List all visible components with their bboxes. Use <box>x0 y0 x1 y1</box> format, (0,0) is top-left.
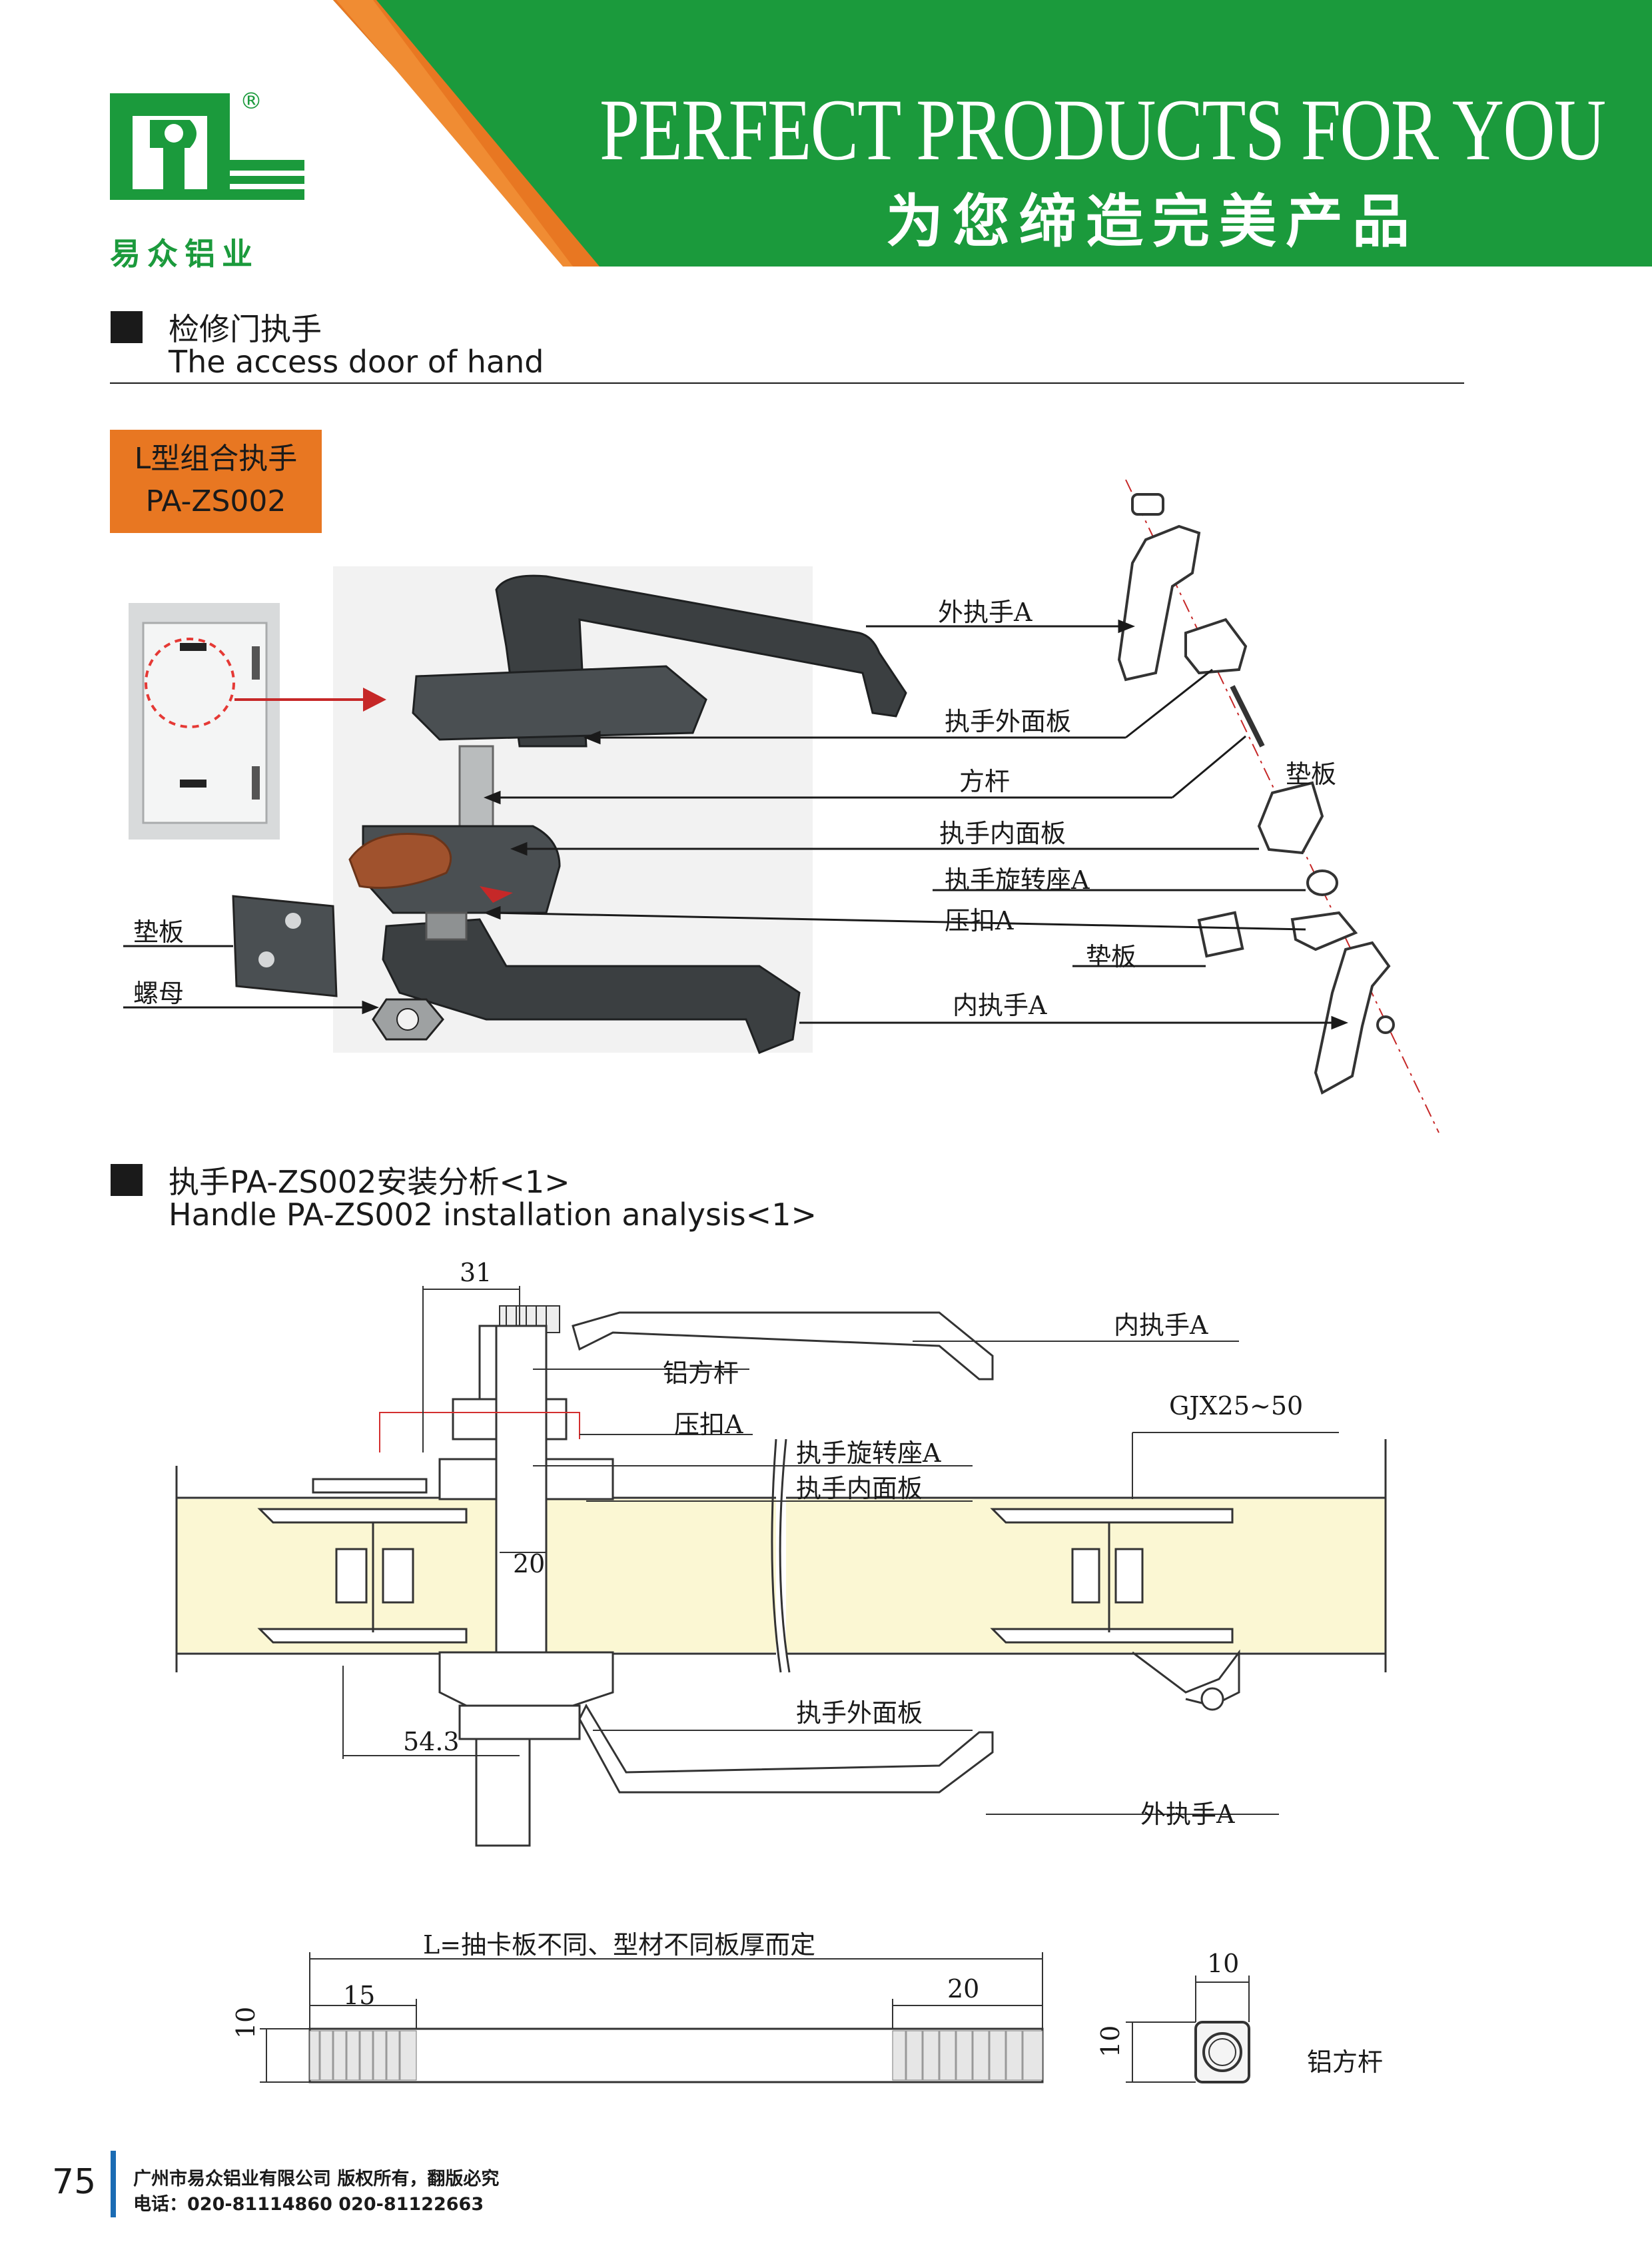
right-exploded-parts <box>1117 479 1440 1133</box>
label-square-rod: 方杆 <box>959 767 1011 796</box>
header-title-cn: 为您缔造完美产品 <box>886 189 1419 255</box>
exploded-view-drawing <box>123 479 1440 1133</box>
label-inner-panel-2: 执手内面板 <box>796 1474 923 1503</box>
install-leader-lines <box>533 1341 1339 1815</box>
profile-frame-right <box>990 1508 1240 1711</box>
label-rotating-seat-2: 执手旋转座A <box>796 1438 941 1468</box>
section-label-rod: 铝方杆 <box>1307 2047 1384 2077</box>
outer-handle-drawing <box>438 1651 994 1847</box>
section1-title-cn: 检修门执手 <box>169 311 322 347</box>
header-banner <box>333 0 1652 267</box>
label-gasket-left: 垫板 <box>133 917 185 947</box>
label-press-buckle-2: 压扣A <box>674 1410 743 1439</box>
dimension-lines <box>342 1286 546 1759</box>
label-press-buckle: 压扣A <box>945 906 1014 935</box>
rod-cross-section <box>1126 1976 1250 2083</box>
section1-title-en: The access door of hand <box>169 344 544 380</box>
dim-54-3: 54.3 <box>403 1727 460 1756</box>
dim-15: 15 <box>343 1981 376 2010</box>
product-tag: L型组合执手 PA-ZS002 <box>110 430 322 533</box>
label-gasket-mid: 垫板 <box>1086 942 1137 971</box>
section-bullet-icon <box>111 311 143 343</box>
dim-10-side: 10 <box>231 2006 260 2039</box>
header-title-en: PERFECT PRODUCTS FOR YOU <box>600 81 1606 179</box>
label-nut: 螺母 <box>133 979 185 1008</box>
press-lever <box>348 833 452 889</box>
label-rotating-seat: 执手旋转座A <box>945 865 1090 895</box>
brand-name: 易众铝业 <box>110 236 259 272</box>
footer-company: 广州市易众铝业有限公司 版权所有，翻版必究 <box>133 2169 500 2189</box>
label-inner-panel: 执手内面板 <box>939 819 1066 848</box>
section2-title-en: Handle PA-ZS002 installation analysis<1> <box>169 1197 817 1233</box>
rod-thread-right <box>892 2030 1043 2081</box>
section2-title-cn: 执手PA-ZS002安装分析<1> <box>169 1164 570 1200</box>
label-aluminum-rod: 铝方杆 <box>663 1359 739 1388</box>
product-tag-code: PA-ZS002 <box>145 484 286 518</box>
exploded-leader-lines <box>123 619 1349 1030</box>
label-outer-handle-2: 外执手A <box>1140 1800 1235 1829</box>
label-gasket-right: 垫板 <box>1286 760 1337 789</box>
company-logo-icon <box>110 93 304 200</box>
dim-10-top: 10 <box>1207 1949 1240 1978</box>
label-inner-handle: 内执手A <box>953 991 1047 1020</box>
label-outer-handle: 外执手A <box>938 598 1032 627</box>
label-outer-panel-2: 执手外面板 <box>796 1698 923 1728</box>
registered-mark: ® <box>240 88 262 115</box>
rod-dimension-lines <box>260 1952 1043 2083</box>
insulation-panel-left <box>177 1499 776 1652</box>
dim-31: 31 <box>460 1258 492 1287</box>
left-gasket <box>232 895 338 997</box>
label-inner-handle-2: 内执手A <box>1114 1311 1208 1340</box>
page-number: 75 <box>52 2162 97 2202</box>
rod-detail-drawing <box>260 1952 1250 2083</box>
footer-phone: 电话：020-81114860 020-81122663 <box>133 2194 484 2215</box>
section-rule <box>110 382 1464 384</box>
rod-thread-left <box>309 2030 417 2081</box>
door-thumbnail <box>129 603 280 840</box>
label-profile: GJX25~50 <box>1169 1391 1304 1420</box>
label-outer-panel: 执手外面板 <box>945 707 1072 736</box>
section-bullet-icon <box>111 1164 143 1196</box>
dim-20-rod: 20 <box>947 1974 980 2003</box>
profile-frame-left <box>257 1508 468 1644</box>
installation-section-drawing <box>175 1286 1387 1847</box>
rod-length-note: L=抽卡板不同、型材不同板厚而定 <box>423 1930 816 1960</box>
product-tag-name: L型组合执手 <box>134 442 298 476</box>
footer-divider <box>111 2151 116 2217</box>
nut <box>372 998 444 1041</box>
dim-10-left: 10 <box>1096 2025 1125 2057</box>
dim-20: 20 <box>513 1549 546 1578</box>
